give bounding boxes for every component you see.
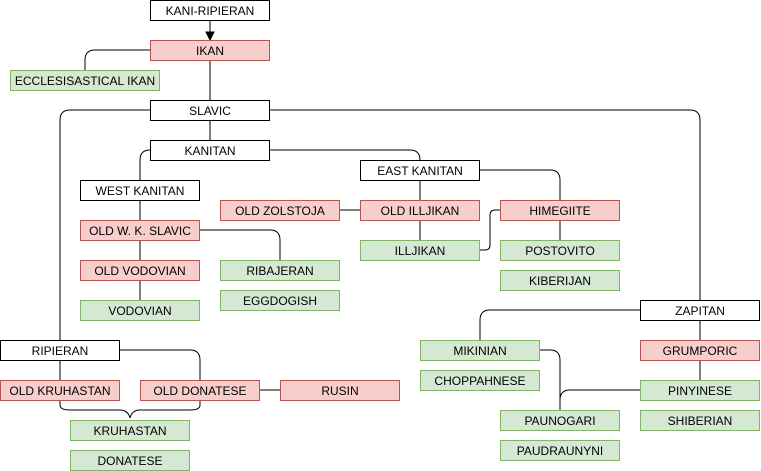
node-illjikan[interactable]: ILLJIKAN <box>360 240 480 261</box>
node-ecclesisastical-ikan[interactable]: ECCLESISASTICAL IKAN <box>10 70 160 91</box>
edge-ikan-ecclesisastical <box>84 49 150 70</box>
node-label: VODOVIAN <box>108 303 172 318</box>
node-label: IKAN <box>195 43 224 58</box>
node-west-kanitan[interactable]: WEST KANITAN <box>80 180 200 201</box>
edge-ripieran-olddonatese <box>120 349 201 380</box>
node-label: ECCLESISASTICAL IKAN <box>14 73 156 88</box>
node-label: WEST KANITAN <box>95 183 185 198</box>
node-label: OLD ILLJIKAN <box>380 203 460 218</box>
node-paudraunyni[interactable]: PAUDRAUNYNI <box>500 440 620 461</box>
node-kruhastan[interactable]: KRUHASTAN <box>70 420 190 441</box>
node-label: KIBERIJAN <box>528 273 591 288</box>
edge-pinyinese-paunogari <box>559 389 640 410</box>
node-mikinian[interactable]: MIKINIAN <box>420 340 540 361</box>
node-label: OLD VODOVIAN <box>94 263 186 278</box>
node-label: HIMEGIITE <box>529 203 591 218</box>
edge-bracket-kruhastan <box>59 401 201 419</box>
node-postovito[interactable]: POSTOVITO <box>500 240 620 261</box>
node-kani-ripieran[interactable]: KANI-RIPIERAN <box>150 0 270 21</box>
node-label: OLD W. K. SLAVIC <box>89 223 191 238</box>
node-old-vodovian[interactable]: OLD VODOVIAN <box>80 260 200 281</box>
node-grumporic[interactable]: GRUMPORIC <box>640 340 760 361</box>
node-label: SHIBERIAN <box>667 413 733 428</box>
node-label: MIKINIAN <box>453 343 507 358</box>
node-label: GRUMPORIC <box>662 343 738 358</box>
edge-slavic-zapitan <box>270 109 701 300</box>
node-himegiite[interactable]: HIMEGIITE <box>500 200 620 221</box>
edge-slavic-ripieran <box>59 109 150 340</box>
edge-oldwk-ribajeran <box>200 229 281 260</box>
node-label: PINYINESE <box>667 383 733 398</box>
node-ripieran[interactable]: RIPIERAN <box>0 340 120 361</box>
node-label: KRUHASTAN <box>93 423 167 438</box>
node-east-kanitan[interactable]: EAST KANITAN <box>360 160 480 181</box>
node-zapitan[interactable]: ZAPITAN <box>640 300 760 321</box>
edge-east-himegiite <box>480 169 561 200</box>
node-paunogari[interactable]: PAUNOGARI <box>500 410 620 431</box>
edge-zapitan-mikinian <box>479 309 640 340</box>
node-vodovian[interactable]: VODOVIAN <box>80 300 200 321</box>
node-label: RUSIN <box>321 383 359 398</box>
node-label: KANI-RIPIERAN <box>165 3 255 18</box>
node-ribajeran[interactable]: RIBAJERAN <box>220 260 340 281</box>
node-choppahnese[interactable]: CHOPPAHNESE <box>420 370 540 391</box>
node-eggdogish[interactable]: EGGDOGISH <box>220 290 340 311</box>
node-kanitan[interactable]: KANITAN <box>150 140 270 161</box>
node-label: ZAPITAN <box>675 303 725 318</box>
node-label: ILLJIKAN <box>394 243 446 258</box>
node-label: RIBAJERAN <box>246 263 314 278</box>
node-label: RIPIERAN <box>31 343 89 358</box>
node-shiberian[interactable]: SHIBERIAN <box>640 410 760 431</box>
node-label: OLD ZOLSTOJA <box>235 203 325 218</box>
node-label: PAUDRAUNYNI <box>516 443 604 458</box>
node-label: DONATESE <box>97 453 163 468</box>
node-label: OLD KRUHASTAN <box>9 383 111 398</box>
node-label: CHOPPAHNESE <box>434 373 526 388</box>
node-donatese[interactable]: DONATESE <box>70 450 190 471</box>
node-label: POSTOVITO <box>525 243 595 258</box>
arrowhead <box>205 31 215 42</box>
edge-kanitan-west <box>139 149 151 180</box>
node-label: PAUNOGARI <box>524 413 596 428</box>
node-old-w-k-slavic[interactable]: OLD W. K. SLAVIC <box>80 220 200 241</box>
node-slavic[interactable]: SLAVIC <box>150 100 270 121</box>
node-old-kruhastan[interactable]: OLD KRUHASTAN <box>0 380 120 401</box>
node-label: EAST KANITAN <box>377 163 463 178</box>
node-label: SLAVIC <box>189 103 231 118</box>
node-old-donatese[interactable]: OLD DONATESE <box>140 380 260 401</box>
node-label: OLD DONATESE <box>153 383 247 398</box>
edge-mikinian-paunogari <box>540 349 561 410</box>
node-rusin[interactable]: RUSIN <box>280 380 400 401</box>
node-old-illjikan[interactable]: OLD ILLJIKAN <box>360 200 480 221</box>
node-pinyinese[interactable]: PINYINESE <box>640 380 760 401</box>
node-ikan[interactable]: IKAN <box>150 40 270 61</box>
edge-kanitan-east <box>270 149 421 161</box>
edge-illjikan-himegiite <box>480 209 500 251</box>
node-label: EGGDOGISH <box>242 293 317 308</box>
node-old-zolstoja[interactable]: OLD ZOLSTOJA <box>220 200 340 221</box>
node-label: KANITAN <box>184 143 236 158</box>
node-kiberijan[interactable]: KIBERIJAN <box>500 270 620 291</box>
